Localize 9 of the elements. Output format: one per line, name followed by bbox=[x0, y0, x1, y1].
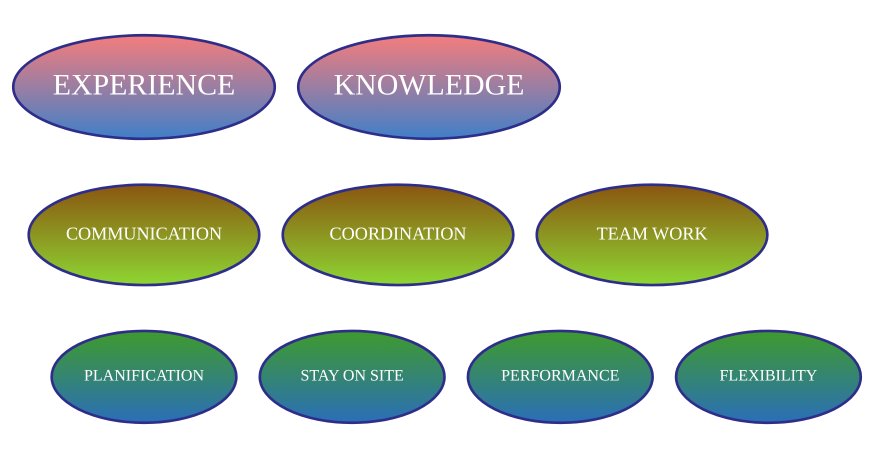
node-ellipse: PLANIFICATION bbox=[50, 330, 238, 424]
node-ellipse: EXPERIENCE bbox=[12, 34, 276, 140]
node-ellipse: FLEXIBILITY bbox=[674, 330, 862, 424]
node-ellipse: STAY ON SITE bbox=[258, 330, 446, 424]
node-ellipse: COORDINATION bbox=[281, 183, 515, 286]
node-ellipse: PERFORMANCE bbox=[466, 330, 654, 424]
node-ellipse: TEAM WORK bbox=[535, 183, 769, 286]
node-ellipse: KNOWLEDGE bbox=[296, 34, 562, 140]
node-ellipse: COMMUNICATION bbox=[27, 183, 261, 286]
